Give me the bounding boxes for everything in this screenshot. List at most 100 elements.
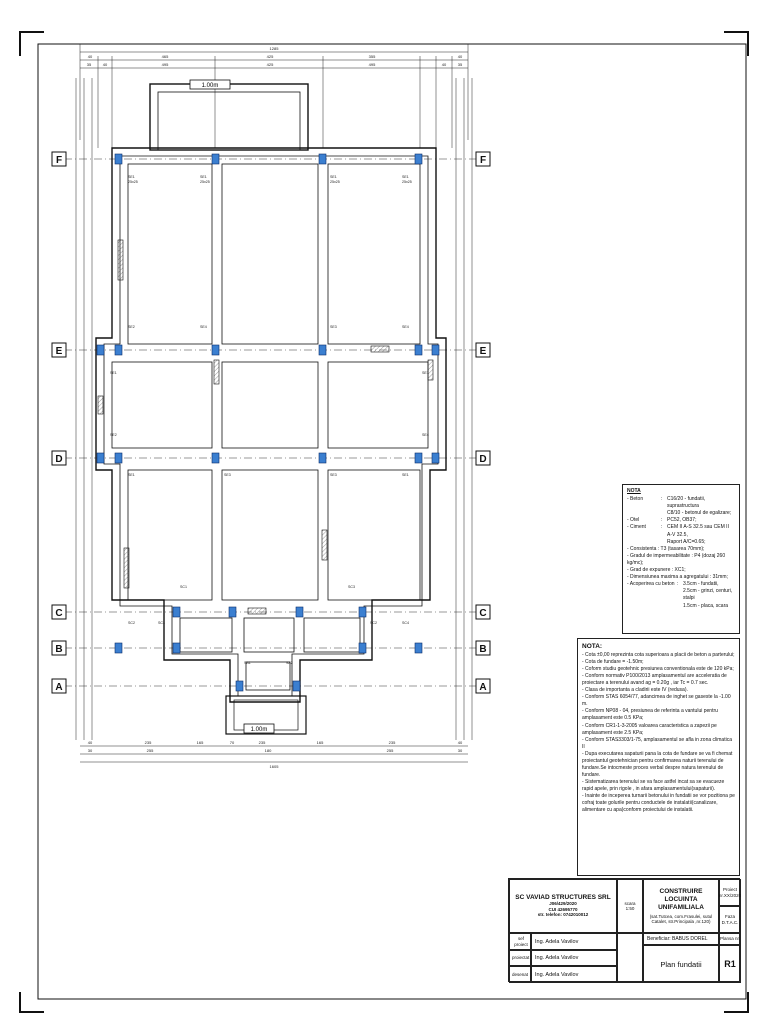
dim-top-r2-2: 465 [162, 54, 169, 59]
label-se3-c: SE3 [330, 473, 337, 477]
project-no-cell: Proiect nr.XX/2020 [719, 879, 741, 906]
size-se1-b: 25x25 [200, 180, 210, 184]
plan-number: R1 [719, 945, 741, 983]
axis-tag-F-right: F [480, 155, 486, 166]
label-se1-b: SE1 [200, 175, 207, 179]
dim-top-r3-6: 40 [442, 62, 447, 67]
materials-row: C8/10 - betonul de egalizare; [667, 510, 732, 517]
columns [96, 153, 440, 692]
foundation-beams [111, 163, 429, 691]
phase-cell: Faza D.T.A.C. [719, 906, 741, 933]
sheet-corner-marks [19, 31, 749, 1013]
label-se1-h: SE1 [402, 473, 409, 477]
label-se2-a: SE2 [128, 325, 135, 329]
dim-bot-r2-5: 30 [458, 748, 463, 753]
materials-line: - Gradul de impermeabilitate : P4 (dozaj… [627, 552, 726, 566]
project-no: nr.XX/2020 [718, 892, 742, 898]
general-note-item: - Cota de fundare = -1.50m; [582, 659, 644, 666]
dim-top-r2-4: 355 [369, 54, 376, 59]
title-block: SC VAVIAD STRUCTURES SRL J06/429/2020 CU… [508, 878, 741, 983]
materials-note-title: NOTA [627, 488, 641, 494]
role-drawn: desenat [509, 966, 531, 983]
materials-row: - Ciment:CEM II A-S 32.5 sau CEM II A-V … [627, 524, 729, 538]
phase-label: Faza [724, 914, 735, 919]
materials-row: - Beton:C16/20 - fundatii, suprastructur… [627, 496, 706, 510]
project-cell: CONSTRUIRE LOCUINTA UNIFAMILIALA (sat.Tu… [643, 879, 719, 933]
size-se1-d: 25x25 [402, 180, 412, 184]
dim-bot-r1-7: 235 [389, 740, 396, 745]
axis-tag-C-right: C [479, 608, 486, 619]
label-sc3: SC3 [348, 585, 355, 589]
axis-tag-A-left: A [55, 682, 62, 693]
dim-top-r3-3: 495 [162, 62, 169, 67]
phase-value: D.T.A.C. [721, 919, 739, 925]
label-sa2: SA2 [286, 661, 293, 665]
general-note-item: - Sistematizarea terenului se va face as… [582, 778, 725, 792]
label-se1-g: SE1 [128, 473, 135, 477]
general-note-item: - Cota ±0,00 reprezinta cota superioara … [582, 652, 735, 659]
label-se3-a: SE3 [330, 325, 337, 329]
materials-line: - Consistenta : T3 (tasarea 70mm); [627, 545, 705, 552]
materials-line: - Dimensiunea maxima a agregatului : 31m… [627, 574, 728, 581]
scale-cell: scara 1:50 [617, 879, 643, 933]
general-note-item: - Conform CR1-1-3-2005 valoarea caracter… [582, 722, 717, 736]
general-note-item: - Conform STAS3303/1-75, amplasamentul s… [582, 736, 732, 750]
company-reg: J06/429/2020 [549, 901, 577, 907]
project-address: (sat.Tutcea, com.Frasulei, sutul Catalet… [649, 913, 713, 925]
axis-tag-D-right: D [479, 454, 486, 465]
dim-bot-r1-5: 235 [259, 740, 266, 745]
axis-tag-E-right: E [480, 346, 487, 357]
label-se1-c: SE1 [330, 175, 337, 179]
beneficiary: Beneficiar: BABUS DOREL [643, 933, 719, 945]
label-sc2-b: SC2 [370, 621, 377, 625]
dim-bot-r2-3: 180 [265, 748, 272, 753]
dim-top-r3-7: 35 [458, 62, 463, 67]
general-note-item: - Dupa executarea sapaturii pana la cota… [582, 750, 733, 778]
general-note-title: NOTA: [582, 643, 603, 650]
grid-axis-lines [64, 158, 484, 687]
label-se4-a: SE4 [200, 325, 207, 329]
general-note-item: - Conform STAS 6054/77, adancimea de ing… [582, 694, 731, 708]
plan-label: Plansa nr. [719, 933, 741, 945]
materials-row: Raport A/C=0.65; [667, 538, 706, 545]
role-designed: proiectat [509, 950, 531, 966]
foundation-top-extension [149, 79, 309, 151]
dim-top-r3-5: 495 [369, 62, 376, 67]
dim-top-r3-1: 35 [87, 62, 92, 67]
level-label-bottom: 1.00m [251, 727, 268, 733]
label-sc2: SC2 [128, 621, 135, 625]
dim-bot-r2-2: 255 [147, 748, 154, 753]
dim-bot-r1-4: 70 [230, 740, 235, 745]
dim-bot-r1-8: 40 [458, 740, 463, 745]
dim-top-r3-2: 40 [103, 62, 108, 67]
dim-top-r2-3: 425 [267, 54, 274, 59]
axis-tag-C-left: C [55, 608, 62, 619]
dim-bot-r2-4: 255 [387, 748, 394, 753]
company-cui: CUI 42695770 [548, 906, 578, 912]
axis-tag-A-right: A [479, 682, 486, 693]
level-label-top: 1.00m [202, 83, 219, 89]
foundation-bottom-extension [225, 695, 307, 735]
axis-tag-F-left: F [56, 155, 62, 166]
dimension-lines-bottom [80, 745, 468, 763]
dim-bot-r2-1: 30 [88, 748, 93, 753]
project-label: Proiect [722, 887, 737, 892]
axis-tag-B-left: B [55, 644, 62, 655]
blank-cell [617, 933, 643, 983]
label-se3-b: SE3 [224, 473, 231, 477]
label-se4-c: SE4 [422, 433, 429, 437]
label-se4-b: SE4 [402, 325, 409, 329]
general-note: NOTA: - Cota ±0,00 reprezinta cota super… [577, 638, 740, 876]
scale-label: scara [624, 900, 636, 906]
label-se1-e: SE1 [110, 371, 117, 375]
dimension-lines-side [75, 78, 473, 740]
label-sc1: SC1 [180, 585, 187, 589]
axis-tag-D-left: D [55, 454, 62, 465]
label-se1-d: SE1 [402, 175, 409, 179]
sheet-border [37, 43, 747, 1000]
dim-bot-total: 1605 [270, 764, 280, 769]
dim-top-total: 1285 [270, 46, 280, 51]
size-se1-a: 25x25 [128, 180, 138, 184]
materials-cover: - Acoperirea cu beton:3.5cm - fundatii, [627, 581, 719, 588]
